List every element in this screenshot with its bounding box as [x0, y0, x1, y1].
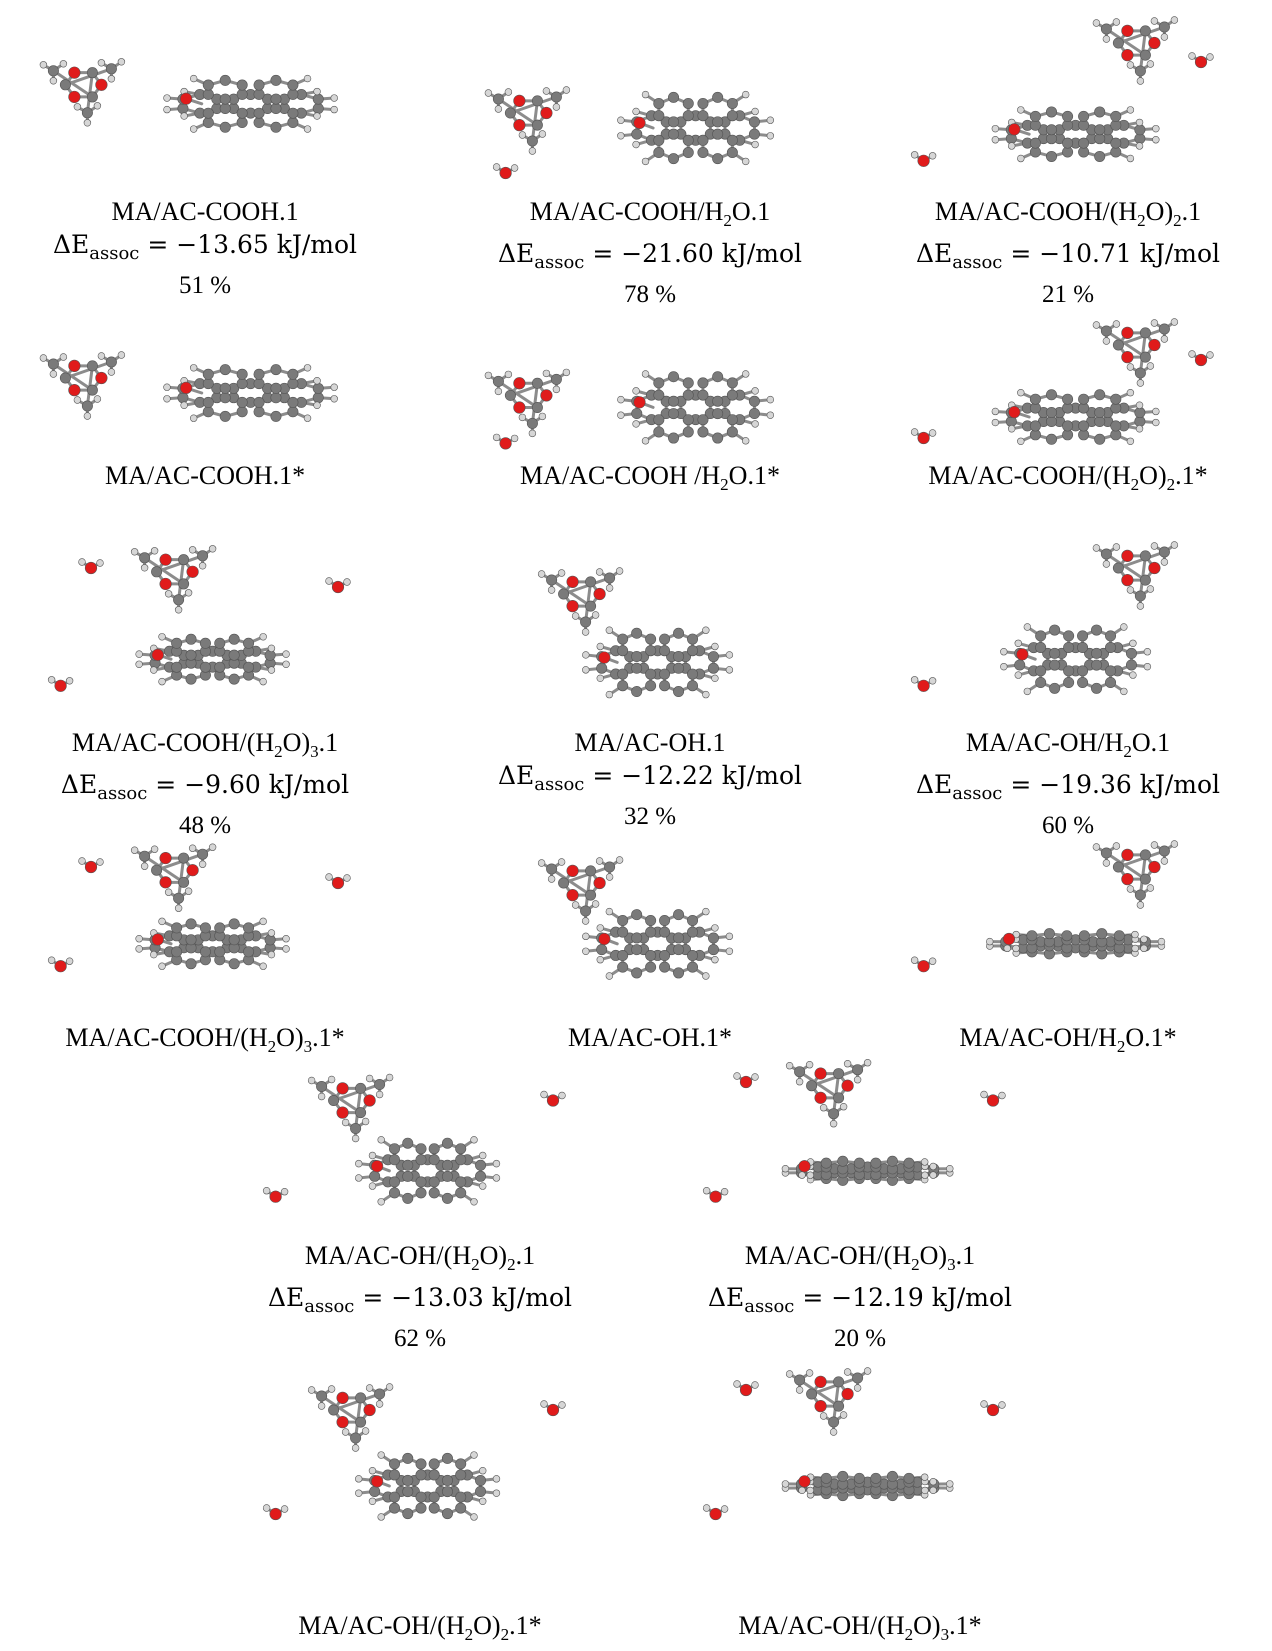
association-energy: ΔEassoc = −9.60 kJ/mol — [15, 768, 395, 811]
structure-label: MA/AC-OH/(H2O)2.1 — [230, 1240, 610, 1281]
energy-equals: = — [794, 1283, 831, 1312]
energy-subscript: assoc — [952, 252, 1002, 273]
energy-value: −21.60 kJ/mol — [621, 239, 802, 268]
structure-panel: MA/AC-COOH.1* — [15, 315, 395, 465]
molecule-image — [878, 530, 1258, 720]
association-energy: ΔEassoc = −12.19 kJ/mol — [670, 1281, 1050, 1324]
energy-subscript: assoc — [97, 783, 147, 804]
molecule-image — [460, 50, 840, 200]
energy-subscript: assoc — [89, 243, 139, 264]
energy-symbol: ΔE — [916, 239, 952, 268]
molecule-image — [15, 5, 395, 195]
energy-symbol: ΔE — [708, 1283, 744, 1312]
structure-panel: MA/AC-COOH/(H2O)3.1* — [15, 835, 395, 995]
energy-symbol: ΔE — [498, 239, 534, 268]
molecule-image — [230, 1350, 610, 1550]
energy-symbol: ΔE — [53, 230, 89, 259]
association-energy: ΔEassoc = −10.71 kJ/mol — [878, 237, 1258, 280]
energy-value: −13.03 kJ/mol — [391, 1283, 572, 1312]
association-energy: ΔEassoc = −21.60 kJ/mol — [460, 237, 840, 280]
energy-equals: = — [1002, 239, 1039, 268]
energy-subscript: assoc — [534, 252, 584, 273]
molecule-image — [230, 1045, 610, 1230]
structure-panel: MA/AC-OH/(H2O)3.1* — [670, 1350, 1050, 1550]
energy-symbol: ΔE — [61, 770, 97, 799]
structure-label: MA/AC-COOH/(H2O)2.1 — [878, 196, 1258, 237]
association-energy: ΔEassoc = −19.36 kJ/mol — [878, 768, 1258, 811]
energy-subscript: assoc — [952, 783, 1002, 804]
molecule-image — [878, 315, 1258, 465]
structure-label: MA/AC-COOH/H2O.1 — [460, 196, 840, 237]
energy-value: −10.71 kJ/mol — [1039, 239, 1220, 268]
structure-panel: MA/AC-COOH /H2O.1* — [460, 345, 840, 465]
molecule-image — [460, 835, 840, 995]
molecule-image — [460, 540, 840, 720]
energy-value: −12.22 kJ/mol — [621, 761, 802, 790]
structure-label: MA/AC-OH/(H2O)3.1 — [670, 1240, 1050, 1281]
molecule-image — [15, 530, 395, 720]
energy-subscript: assoc — [534, 774, 584, 795]
energy-symbol: ΔE — [268, 1283, 304, 1312]
molecule-image — [670, 1350, 1050, 1550]
population-percent: 21 % — [878, 280, 1258, 310]
energy-equals: = — [1002, 770, 1039, 799]
molecule-image — [460, 345, 840, 465]
association-energy: ΔEassoc = −13.03 kJ/mol — [230, 1281, 610, 1324]
structure-panel: MA/AC-OH.1* — [460, 835, 840, 995]
structure-label: MA/AC-COOH/(H2O)3.1 — [15, 727, 395, 768]
structure-label: MA/AC-COOH.1 — [15, 196, 395, 228]
structure-panel: MA/AC-COOH/(H2O)2.1* — [878, 315, 1258, 465]
molecule-image — [878, 835, 1258, 995]
structure-label: MA/AC-COOH /H2O.1* — [460, 460, 840, 501]
population-percent: 32 % — [460, 802, 840, 832]
energy-equals: = — [139, 230, 176, 259]
energy-value: −19.36 kJ/mol — [1039, 770, 1220, 799]
energy-equals: = — [354, 1283, 391, 1312]
structure-label: MA/AC-OH.1 — [460, 727, 840, 759]
energy-value: −9.60 kJ/mol — [184, 770, 349, 799]
energy-symbol: ΔE — [916, 770, 952, 799]
molecule-image — [15, 315, 395, 465]
energy-value: −12.19 kJ/mol — [831, 1283, 1012, 1312]
association-energy: ΔEassoc = −12.22 kJ/mol — [460, 759, 840, 802]
energy-equals: = — [584, 761, 621, 790]
structure-label: MA/AC-COOH/(H2O)2.1* — [878, 460, 1258, 501]
molecule-image — [878, 5, 1258, 195]
structure-label: MA/AC-OH/(H2O)3.1* — [670, 1610, 1050, 1651]
energy-equals: = — [147, 770, 184, 799]
molecule-image — [15, 835, 395, 995]
population-percent: 78 % — [460, 280, 840, 310]
energy-equals: = — [584, 239, 621, 268]
population-percent: 51 % — [15, 271, 395, 301]
molecule-image — [670, 1045, 1050, 1230]
structure-label: MA/AC-OH/H2O.1 — [878, 727, 1258, 768]
association-energy: ΔEassoc = −13.65 kJ/mol — [15, 228, 395, 271]
energy-subscript: assoc — [744, 1296, 794, 1317]
structure-label: MA/AC-OH/(H2O)2.1* — [230, 1610, 610, 1651]
energy-symbol: ΔE — [498, 761, 534, 790]
structure-label: MA/AC-COOH.1* — [15, 460, 395, 492]
structure-panel: MA/AC-OH/(H2O)2.1* — [230, 1350, 610, 1550]
structure-panel: MA/AC-OH/H2O.1* — [878, 835, 1258, 995]
energy-value: −13.65 kJ/mol — [176, 230, 357, 259]
energy-subscript: assoc — [304, 1296, 354, 1317]
